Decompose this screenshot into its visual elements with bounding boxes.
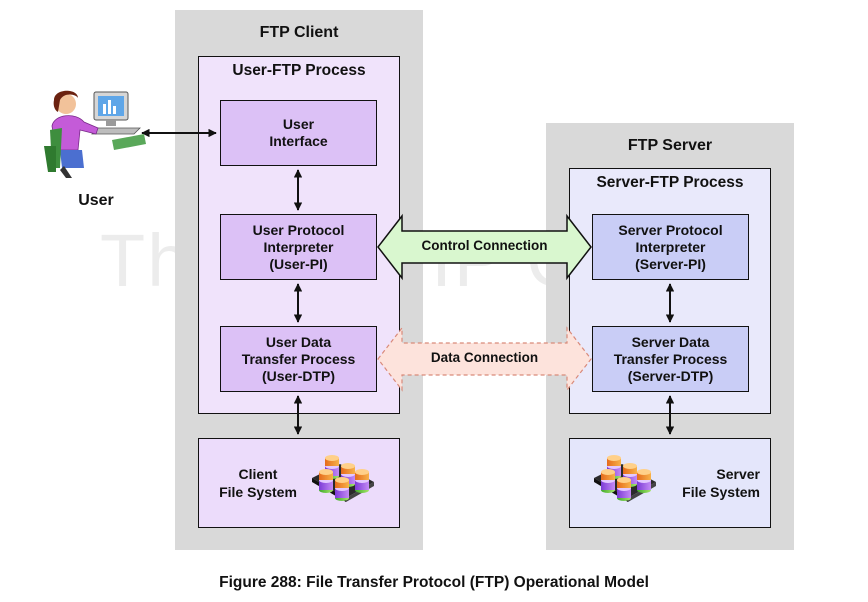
server-data-transfer-process-box: Server Data Transfer Process (Server-DTP… (592, 326, 749, 392)
server-ftp-process-title: Server-FTP Process (596, 174, 744, 191)
user-interface-box: User Interface (220, 100, 377, 166)
figure-caption: Figure 288: File Transfer Protocol (FTP)… (219, 574, 649, 591)
data-connection-label: Data Connection (430, 350, 539, 365)
server-protocol-interpreter-box: Server Protocol Interpreter (Server-PI) (592, 214, 749, 280)
client-database-icon (312, 455, 374, 502)
ftp-server-title: FTP Server (627, 137, 713, 154)
user-ftp-process-title: User-FTP Process (232, 62, 366, 79)
server-database-icon (594, 455, 656, 502)
ftp-client-title: FTP Client (259, 24, 339, 41)
client-file-system-label: Client File System (219, 466, 297, 500)
data-connection-arrow (377, 326, 592, 392)
user-label: User (78, 192, 114, 209)
user-at-computer-icon (44, 90, 146, 178)
user-protocol-interpreter-box: User Protocol Interpreter (User-PI) (220, 214, 377, 280)
server-file-system-label: Server File System (682, 466, 760, 500)
control-connection-arrow (377, 213, 592, 281)
control-connection-label: Control Connection (421, 238, 548, 253)
user-data-transfer-process-box: User Data Transfer Process (User-DTP) (220, 326, 377, 392)
